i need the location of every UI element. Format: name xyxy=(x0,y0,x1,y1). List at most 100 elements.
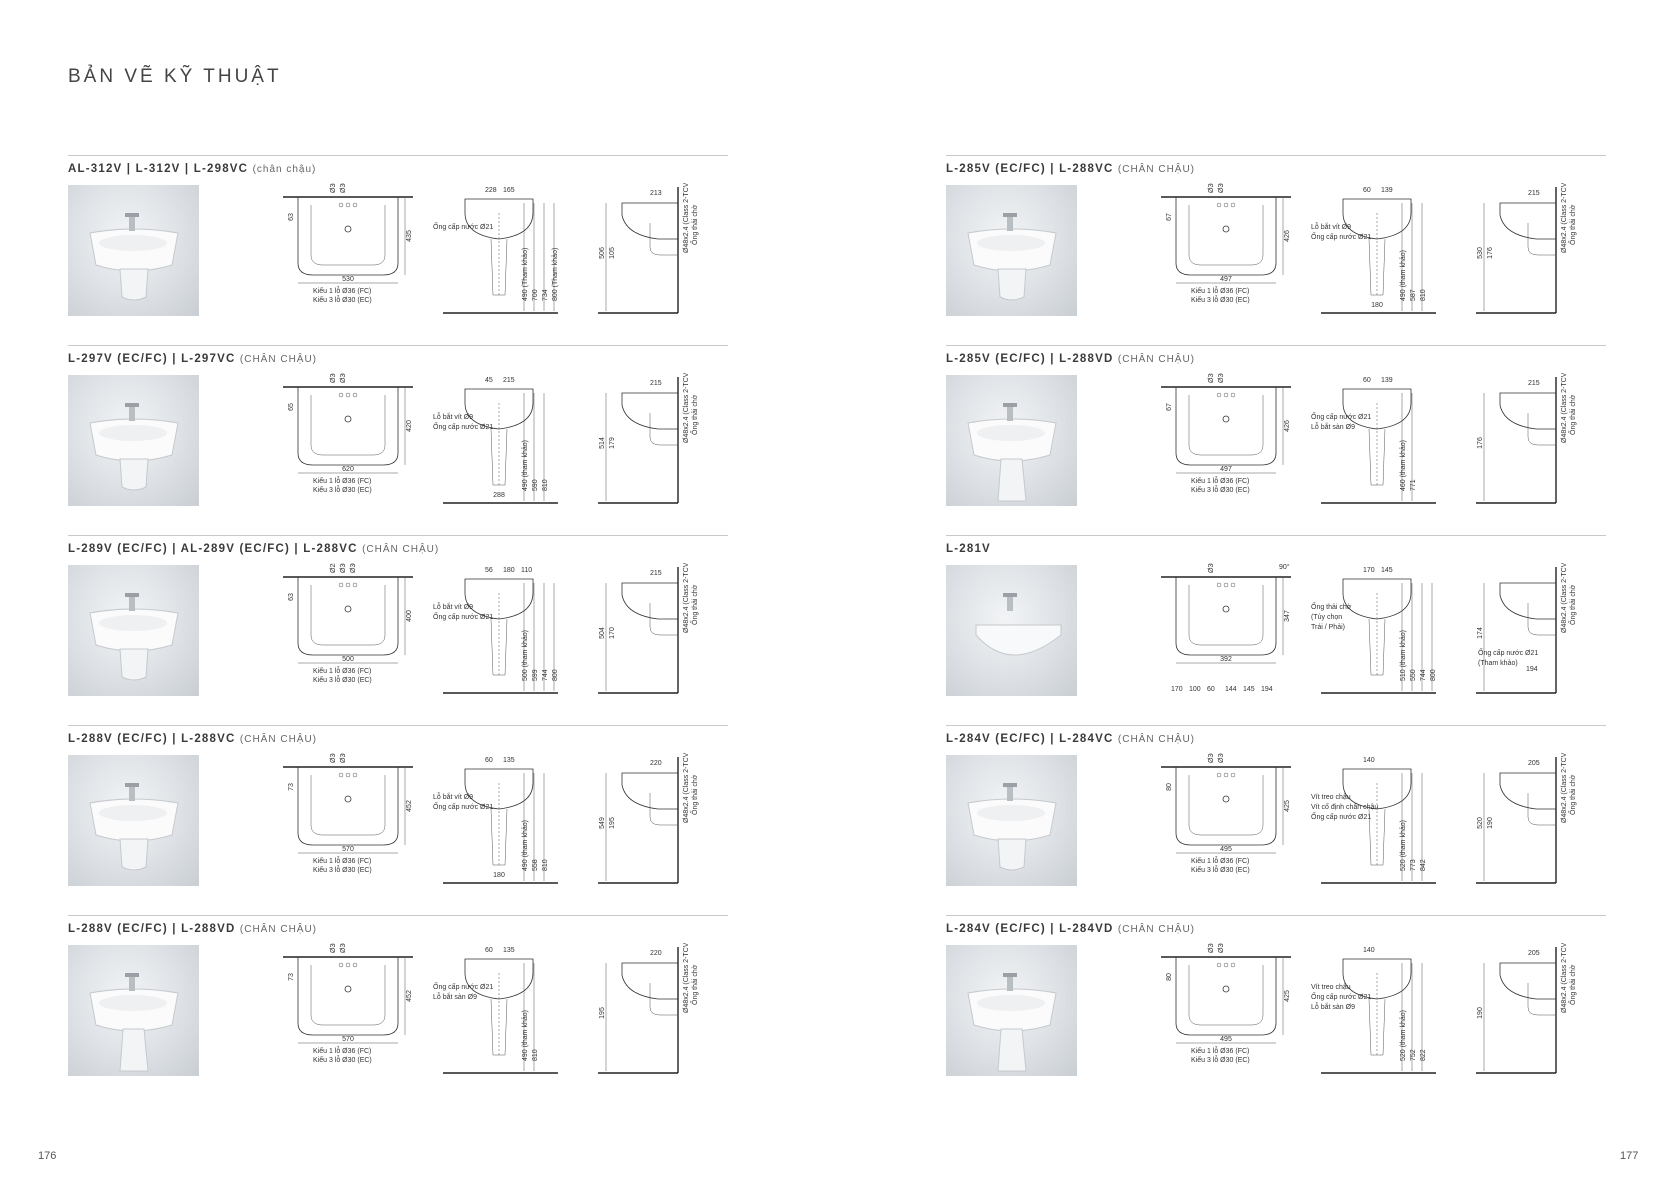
side-vertical-dim: 174 xyxy=(1477,627,1484,639)
product-photo-frame xyxy=(946,755,1077,886)
side-vertical-dim: 195 xyxy=(599,1007,606,1019)
product-section: L-289V (EC/FC) | AL-289V (EC/FC) | L-288… xyxy=(68,535,728,725)
plan-dim: 60 xyxy=(1207,686,1215,693)
section-divider xyxy=(946,345,1606,346)
page-title: BẢN VẼ KỸ THUẬT xyxy=(68,66,282,87)
side-vertical-dim: 514 xyxy=(599,437,606,449)
model-codes: L-285V (EC/FC) | L-288VD xyxy=(946,353,1114,365)
plan-offset-dim: 67 xyxy=(1166,213,1173,221)
plan-depth-dim: 435 xyxy=(406,230,413,242)
front-top-dim: 60 xyxy=(485,947,493,954)
plan-hole-dim: Ø36 xyxy=(330,753,337,763)
plan-width-dim: 570 xyxy=(342,1036,354,1043)
plan-hole-dim: Ø36 xyxy=(1208,373,1215,383)
side-pipe-label: Ống thải chờ xyxy=(689,774,699,815)
front-label: Ống cấp nước Ø21 xyxy=(433,221,493,231)
plan-dim: 145 xyxy=(1243,686,1255,693)
section-divider xyxy=(68,345,728,346)
front-vertical-dim: 800 xyxy=(552,669,559,681)
plan-offset-dim: 63 xyxy=(288,593,295,601)
section-title: L-297V (EC/FC) | L-297VC (CHÂN CHẬU) xyxy=(68,353,317,365)
side-top-dim: 205 xyxy=(1528,950,1540,957)
product-photo xyxy=(89,213,179,301)
side-pipe-label: Ống thải chờ xyxy=(1567,774,1577,815)
front-top-dim: 139 xyxy=(1381,187,1393,194)
side-vertical-dim: 530 xyxy=(1477,247,1484,259)
side-vertical-dim: 190 xyxy=(1477,1007,1484,1019)
plan-caption-ec: Kiểu 3 lỗ Ø30 (EC) xyxy=(313,675,372,684)
side-vertical-dim: 549 xyxy=(599,817,606,829)
model-note: (CHÂN CHẬU) xyxy=(1117,924,1196,935)
front-top-dim: 110 xyxy=(521,567,532,574)
plan-caption-fc: Kiểu 1 lỗ Ø36 (FC) xyxy=(313,476,371,485)
front-vertical-dim: 800 xyxy=(1430,669,1437,681)
plan-caption-fc: Kiểu 1 lỗ Ø36 (FC) xyxy=(1191,1046,1249,1055)
side-label: (Tham khảo) xyxy=(1478,660,1518,667)
product-photo-frame xyxy=(946,185,1077,316)
front-vertical-dim: 744 xyxy=(542,669,549,681)
section-title: L-288V (EC/FC) | L-288VD (CHÂN CHẬU) xyxy=(68,923,317,935)
product-photo xyxy=(89,783,179,871)
front-vertical-dim: 558 xyxy=(532,859,539,871)
model-codes: AL-312V | L-312V | L-298VC xyxy=(68,163,249,175)
side-top-dim: 215 xyxy=(650,570,662,577)
side-pipe-spec: Ø48x2.4 (Class 2-TCVN) xyxy=(683,943,690,1013)
plan-offset-dim: 80 xyxy=(1166,783,1173,791)
model-codes: L-297V (EC/FC) | L-297VC xyxy=(68,353,236,365)
front-label: Vít treo chậu xyxy=(1311,794,1351,801)
front-top-dim: 215 xyxy=(503,377,515,384)
side-pipe-spec: Ø48x2.4 (Class 2-TCVN) xyxy=(1561,753,1568,823)
front-label: Vít treo chậu xyxy=(1311,984,1351,991)
plan-hole-dim: Ø36 xyxy=(1208,753,1215,763)
front-top-dim: 60 xyxy=(1363,187,1371,194)
plan-hole-dim: Ø36 xyxy=(340,563,347,573)
front-top-dim: 165 xyxy=(503,187,515,194)
front-label: Trái / Phải) xyxy=(1311,624,1345,631)
front-label: (Tùy chọn xyxy=(1311,614,1342,621)
plan-caption-ec: Kiểu 3 lỗ Ø30 (EC) xyxy=(313,1055,372,1064)
left-page-column: AL-312V | L-312V | L-298VC (chân chậu)53… xyxy=(68,155,728,1105)
page-number-right: 177 xyxy=(1620,1150,1639,1162)
model-codes: L-284V (EC/FC) | L-284VD xyxy=(946,923,1114,935)
side-vertical-dim: 170 xyxy=(609,627,616,639)
side-pipe-spec: Ø48x2.4 (Class 2-TCVN) xyxy=(683,183,690,253)
plan-hole-dim: Ø30 xyxy=(1218,373,1225,383)
plan-caption-fc: Kiểu 1 lỗ Ø36 (FC) xyxy=(313,856,371,865)
side-top-dim: 215 xyxy=(1528,190,1540,197)
front-vertical-dim: 752 xyxy=(1410,1049,1417,1061)
plan-hole-dim: Ø30 xyxy=(340,943,347,953)
front-top-dim: 180 xyxy=(503,567,515,574)
side-pipe-spec: Ø48x2.4 (Class 2-TCVN) xyxy=(683,753,690,823)
model-note: (CHÂN CHẬU) xyxy=(239,354,318,365)
plan-caption-fc: Kiểu 1 lỗ Ø36 (FC) xyxy=(1191,286,1249,295)
side-pipe-label: Ống thải chờ xyxy=(689,964,699,1005)
plan-depth-dim: 420 xyxy=(406,420,413,432)
plan-width-dim: 570 xyxy=(342,846,354,853)
section-divider xyxy=(68,535,728,536)
front-top-dim: 60 xyxy=(485,757,493,764)
plan-depth-dim: 426 xyxy=(1284,420,1291,432)
product-photo xyxy=(967,403,1057,502)
plan-depth-dim: 347 xyxy=(1284,610,1291,622)
plan-hole-dim: Ø36 xyxy=(330,183,337,193)
plan-hole-dim: Ø30 xyxy=(340,183,347,193)
side-label: Ống cấp nước Ø21 xyxy=(1478,647,1538,657)
front-top-dim: 135 xyxy=(503,757,515,764)
side-pipe-label: Ống thải chờ xyxy=(689,394,699,435)
front-vertical-dim: 842 xyxy=(1420,859,1427,871)
product-photo xyxy=(89,973,179,1072)
model-codes: L-285V (EC/FC) | L-288VC xyxy=(946,163,1114,175)
plan-caption-ec: Kiểu 3 lỗ Ø30 (EC) xyxy=(1191,1055,1250,1064)
product-photo-frame xyxy=(68,945,199,1076)
front-vertical-dim: 587 xyxy=(1410,289,1417,301)
